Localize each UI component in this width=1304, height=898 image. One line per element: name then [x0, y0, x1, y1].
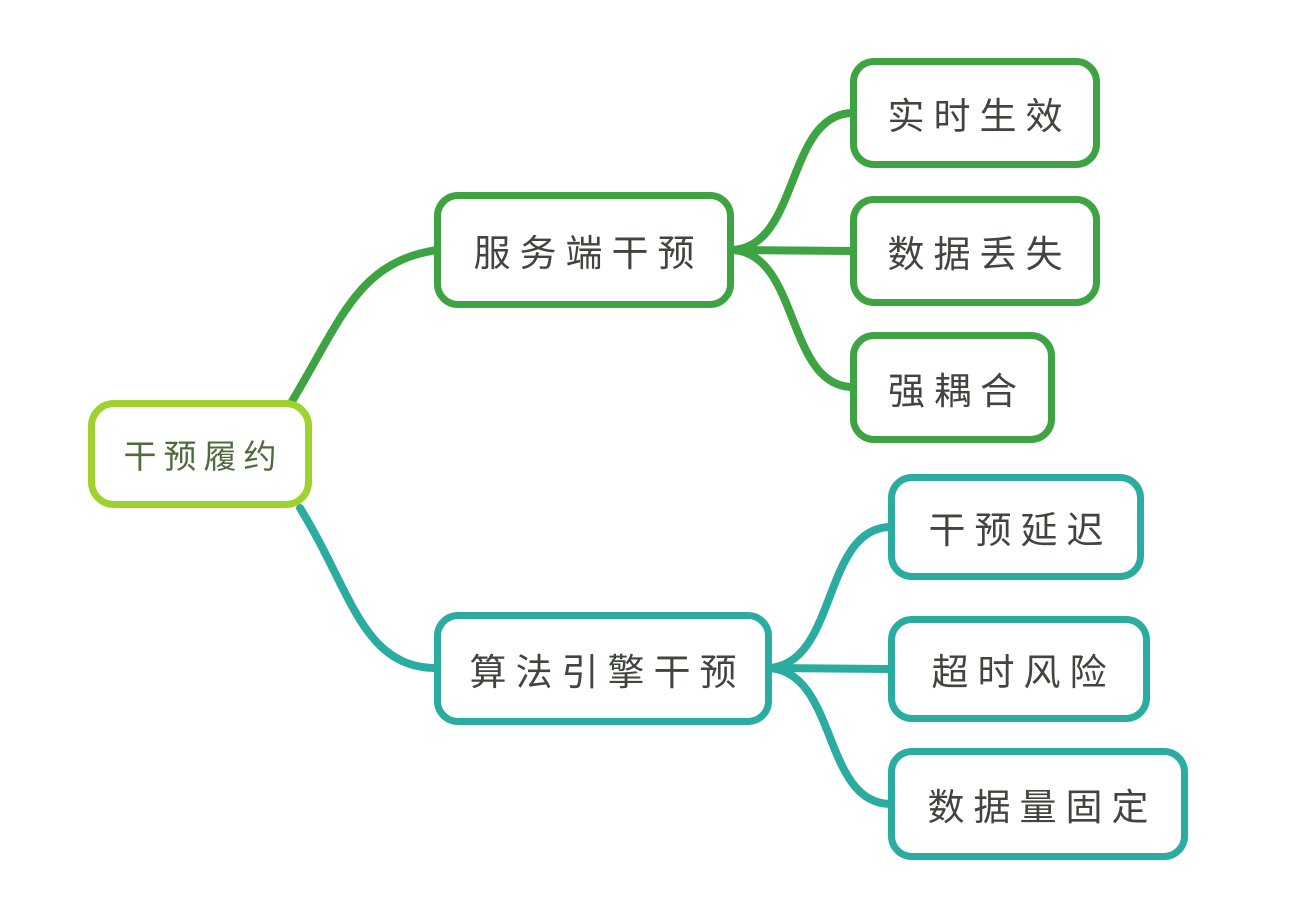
node-label: 强耦合	[888, 369, 1026, 413]
connector-server-to-realtime	[729, 109, 857, 254]
mindmap-node-strong-coupling[interactable]: 强耦合	[850, 332, 1055, 443]
mindmap-node-server-side[interactable]: 服务端干预	[434, 192, 734, 308]
mindmap-node-root[interactable]: 干预履约	[88, 400, 312, 508]
connector-algo-to-timeout	[765, 664, 895, 673]
connector-root-to-server	[287, 246, 441, 407]
node-label: 干预履约	[123, 437, 284, 476]
connector-algo-to-fixed	[765, 664, 895, 808]
mindmap-node-timeout-risk[interactable]: 超时风险	[888, 616, 1150, 722]
connector-root-to-algo	[296, 504, 441, 672]
node-label: 算法引擎干预	[469, 650, 746, 694]
node-label: 服务端干预	[473, 232, 704, 275]
mindmap-node-realtime-effect[interactable]: 实时生效	[850, 58, 1100, 168]
node-label: 数据丢失	[887, 233, 1072, 276]
mindmap-node-fixed-data-volume[interactable]: 数据量固定	[888, 748, 1188, 860]
connector-server-to-coupling	[729, 246, 857, 391]
node-label: 干预延迟	[928, 509, 1113, 552]
connector-server-to-dataloss	[729, 246, 857, 255]
node-label: 实时生效	[887, 95, 1072, 138]
connector-algo-to-delay	[765, 523, 895, 672]
mindmap-node-data-loss[interactable]: 数据丢失	[850, 196, 1100, 306]
node-label: 超时风险	[931, 651, 1116, 694]
mindmap-node-intervention-delay[interactable]: 干预延迟	[888, 474, 1144, 580]
node-label: 数据量固定	[927, 786, 1158, 829]
mindmap-node-algo-engine[interactable]: 算法引擎干预	[434, 612, 772, 725]
